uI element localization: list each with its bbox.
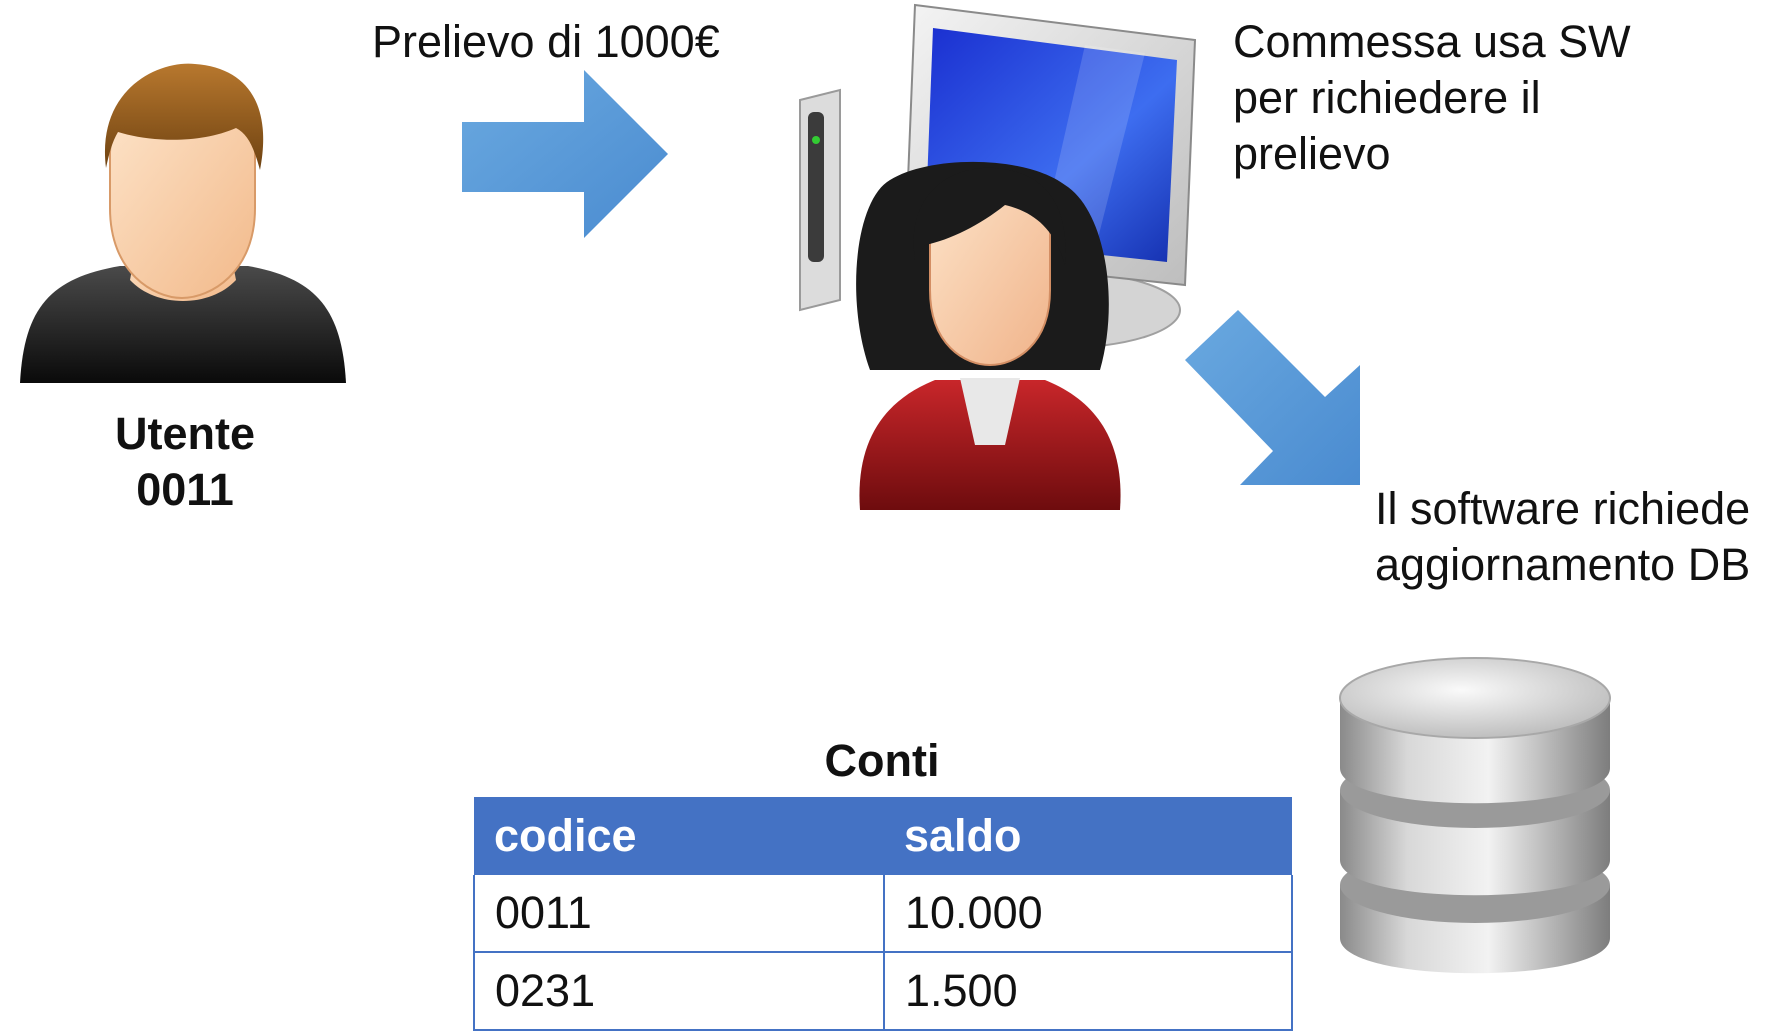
clerk-label: Commessa usa SW per richiedere il prelie… bbox=[1233, 16, 1631, 179]
column-header-codice: codice bbox=[474, 797, 884, 875]
cell-codice: 0231 bbox=[473, 952, 885, 1031]
cell-saldo: 10.000 bbox=[883, 875, 1293, 953]
user-caption: Utente 0011 bbox=[114, 408, 255, 515]
cell-codice: 0011 bbox=[473, 875, 885, 953]
table-row: 0231 1.500 bbox=[473, 952, 1293, 1031]
database-icon bbox=[1339, 657, 1611, 974]
software-label: Il software richiede aggiornamento DB bbox=[1375, 483, 1751, 590]
table-title: Conti bbox=[824, 735, 940, 786]
accounts-table: codice saldo 0011 10.000 0231 1.500 bbox=[473, 797, 1293, 1031]
arrow-right-icon bbox=[462, 70, 668, 238]
withdrawal-label: Prelievo di 1000€ bbox=[372, 16, 720, 67]
table-row: 0011 10.000 bbox=[473, 875, 1293, 953]
cell-saldo: 1.500 bbox=[883, 952, 1293, 1031]
arrow-down-right-icon bbox=[1185, 310, 1360, 485]
table-header-row: codice saldo bbox=[474, 797, 1292, 875]
user-male-icon bbox=[20, 63, 346, 383]
clerk-at-computer-icon bbox=[799, 3, 1197, 510]
column-header-saldo: saldo bbox=[884, 797, 1292, 875]
